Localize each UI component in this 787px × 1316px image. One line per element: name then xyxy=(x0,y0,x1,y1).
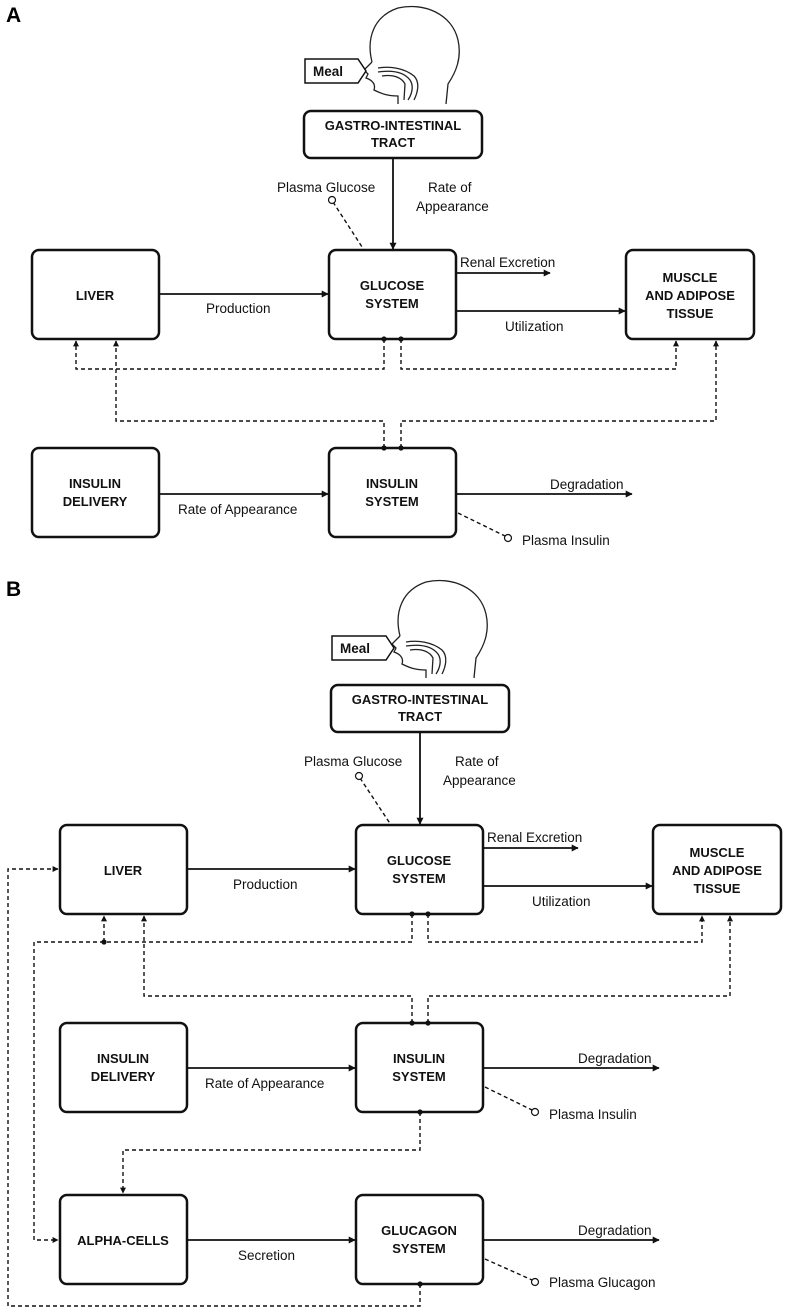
insulin-rate-label: Rate of Appearance xyxy=(178,502,297,517)
insulin-to-alpha-cells-feedback xyxy=(120,1112,421,1194)
muscle-adipose-box xyxy=(624,248,756,341)
insulin-degradation-label: Degradation xyxy=(550,477,624,492)
renal-excretion-label: Renal Excretion xyxy=(460,255,555,270)
insulin-delivery-box xyxy=(30,446,161,539)
plasma-glucagon-probe-line xyxy=(484,1258,533,1281)
plasma-glucose-label: Plasma Glucose xyxy=(304,754,402,769)
insulin-system-label-line2: SYSTEM xyxy=(365,494,418,509)
muscle-adipose-box xyxy=(651,823,783,916)
plasma-glucose-label: Plasma Glucose xyxy=(277,180,375,195)
head-icon xyxy=(363,5,460,105)
meal-tag: Meal xyxy=(331,635,395,661)
junction-dot xyxy=(398,336,404,342)
secretion-label: Secretion xyxy=(238,1248,295,1263)
utilization-label: Utilization xyxy=(532,894,591,909)
glucose-to-muscle-feedback xyxy=(427,914,705,943)
panel-b: B Meal GASTRO-INTESTINAL TRACT LIVER GLU… xyxy=(6,578,783,1307)
plasma-insulin-probe xyxy=(503,533,513,543)
plasma-glucagon-label: Plasma Glucagon xyxy=(549,1275,656,1290)
plasma-glucose-probe-line xyxy=(359,777,392,826)
muscle-label-line2: AND ADIPOSE xyxy=(645,288,735,303)
meal-label: Meal xyxy=(340,641,370,656)
junction-dot xyxy=(409,911,415,917)
junction-dot xyxy=(425,911,431,917)
insulin-delivery-label-line1: INSULIN xyxy=(97,1051,149,1066)
insulin-degradation-label: Degradation xyxy=(578,1051,652,1066)
junction-dot xyxy=(417,1281,423,1287)
plasma-insulin-label: Plasma Insulin xyxy=(549,1107,637,1122)
plasma-insulin-label: Plasma Insulin xyxy=(522,533,610,548)
insulin-to-liver-feedback xyxy=(113,340,385,448)
glucagon-system-box xyxy=(354,1193,485,1286)
production-label: Production xyxy=(233,877,298,892)
junction-dot xyxy=(381,336,387,342)
insulin-to-muscle-feedback xyxy=(427,915,733,1023)
rate-label-line2: Appearance xyxy=(416,199,489,214)
glucose-to-alpha-cells-feedback xyxy=(33,914,413,1243)
glucose-system-label-line1: GLUCOSE xyxy=(387,853,452,868)
insulin-delivery-box xyxy=(58,1021,189,1114)
panel-b-letter: B xyxy=(6,578,21,601)
gi-tract-label-line2: TRACT xyxy=(398,709,442,724)
alpha-cells-label: ALPHA-CELLS xyxy=(77,1233,169,1248)
insulin-delivery-label-line2: DELIVERY xyxy=(91,1069,156,1084)
glucagon-to-liver-feedback xyxy=(7,866,421,1307)
junction-dot xyxy=(381,445,387,451)
junction-dot xyxy=(101,939,107,945)
glucose-to-liver-feedback xyxy=(73,339,385,370)
plasma-insulin-probe xyxy=(530,1107,540,1117)
head-icon xyxy=(391,579,488,679)
junction-dot xyxy=(409,1020,415,1026)
muscle-label-line3: TISSUE xyxy=(667,306,714,321)
glucose-system-label-line1: GLUCOSE xyxy=(360,278,425,293)
rate-label-line1: Rate of xyxy=(428,180,472,195)
glucose-system-label-line2: SYSTEM xyxy=(392,871,445,886)
meal-label: Meal xyxy=(313,64,343,79)
muscle-label-line1: MUSCLE xyxy=(663,270,718,285)
plasma-glucagon-probe xyxy=(530,1277,540,1287)
insulin-system-label-line1: INSULIN xyxy=(393,1051,445,1066)
panel-a-letter: A xyxy=(6,4,21,27)
glucagon-degradation-label: Degradation xyxy=(578,1223,652,1238)
junction-dot xyxy=(398,445,404,451)
plasma-glucose-probe xyxy=(354,771,364,781)
rate-label-line2: Appearance xyxy=(443,773,516,788)
glucagon-system-label-line1: GLUCAGON xyxy=(381,1223,457,1238)
insulin-system-label-line2: SYSTEM xyxy=(392,1069,445,1084)
insulin-delivery-label-line2: DELIVERY xyxy=(63,494,128,509)
insulin-rate-label: Rate of Appearance xyxy=(205,1076,324,1091)
glucose-to-muscle-feedback xyxy=(400,339,679,370)
panel-a: A Meal GASTRO-INTESTINAL TRACT LIVER GLU… xyxy=(6,4,756,548)
muscle-label-line3: TISSUE xyxy=(694,881,741,896)
glucagon-system-label-line2: SYSTEM xyxy=(392,1241,445,1256)
muscle-label-line2: AND ADIPOSE xyxy=(672,863,762,878)
gi-tract-label-line2: TRACT xyxy=(371,135,415,150)
insulin-to-muscle-feedback xyxy=(400,340,719,448)
gi-tract-label-line1: GASTRO-INTESTINAL xyxy=(352,692,489,707)
renal-excretion-label: Renal Excretion xyxy=(487,830,582,845)
insulin-system-label-line1: INSULIN xyxy=(366,476,418,491)
insulin-system-box xyxy=(354,1021,485,1114)
muscle-label-line1: MUSCLE xyxy=(690,845,745,860)
liver-label: LIVER xyxy=(104,863,143,878)
insulin-to-liver-feedback xyxy=(141,915,413,1023)
glucose-system-box xyxy=(354,823,485,916)
junction-dot xyxy=(417,1109,423,1115)
plasma-glucose-probe xyxy=(327,195,337,205)
glucose-system-label-line2: SYSTEM xyxy=(365,296,418,311)
plasma-glucose-probe-line xyxy=(332,201,365,251)
liver-label: LIVER xyxy=(76,288,115,303)
plasma-insulin-probe-line xyxy=(484,1086,533,1111)
insulin-delivery-label-line1: INSULIN xyxy=(69,476,121,491)
glucose-system-box xyxy=(327,248,458,341)
plasma-insulin-probe-line xyxy=(457,512,506,537)
insulin-system-box xyxy=(327,446,458,539)
gi-tract-label-line1: GASTRO-INTESTINAL xyxy=(325,118,462,133)
junction-dot xyxy=(425,1020,431,1026)
rate-label-line1: Rate of xyxy=(455,754,499,769)
production-label: Production xyxy=(206,301,271,316)
utilization-label: Utilization xyxy=(505,319,564,334)
meal-tag: Meal xyxy=(304,58,367,84)
